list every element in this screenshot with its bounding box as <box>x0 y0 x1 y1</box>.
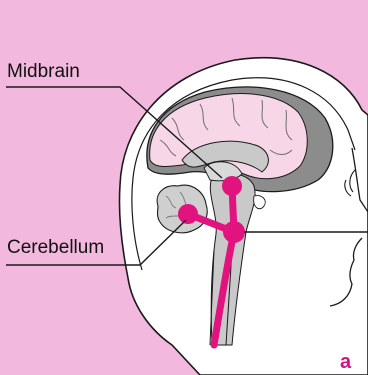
cerebellum-node <box>178 204 198 224</box>
cerebellum-label: Cerebellum <box>7 238 104 257</box>
panel-letter: a <box>340 352 351 372</box>
pituitary <box>254 196 266 209</box>
pons-node <box>223 221 245 243</box>
midbrain-label: Midbrain <box>7 62 80 81</box>
midbrain-node <box>222 176 242 196</box>
